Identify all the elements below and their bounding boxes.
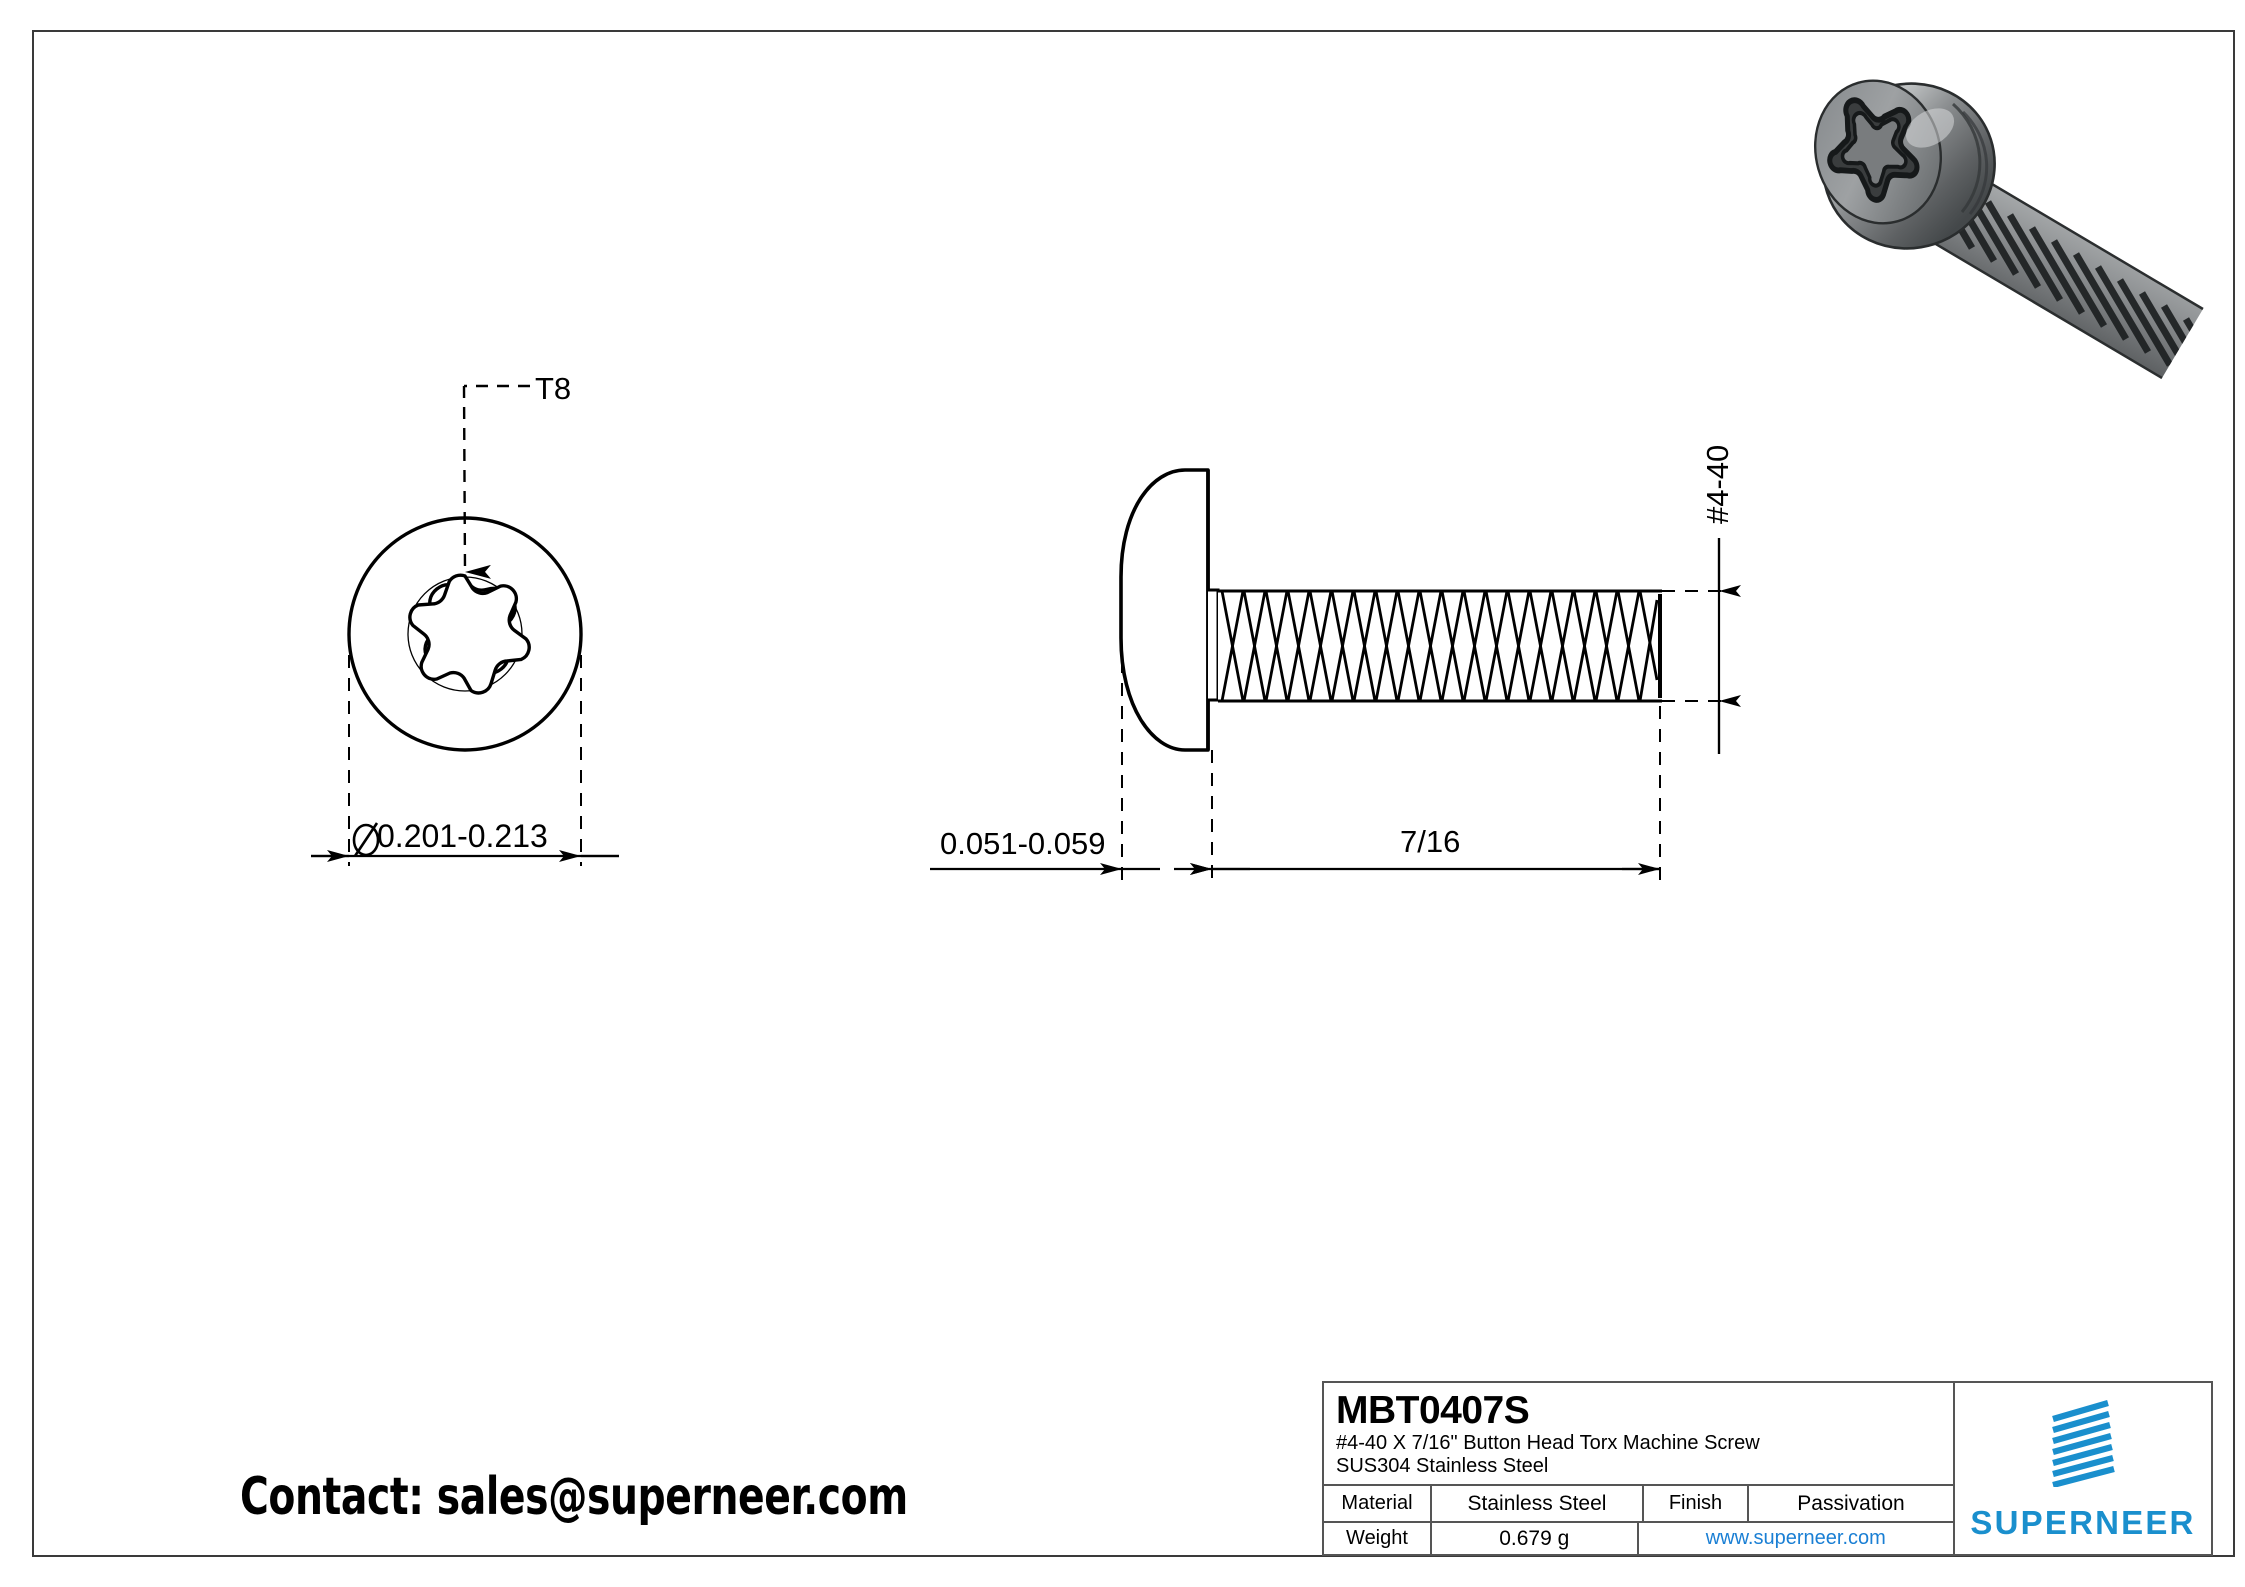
thread-size-dimension-label: #4-40	[1700, 444, 1735, 524]
weight-row: Weight 0.679 g www.superneer.com	[1324, 1523, 1953, 1554]
material-label: Material	[1324, 1486, 1432, 1521]
screw-length-dimension-label: 7/16	[1400, 824, 1461, 859]
weight-label: Weight	[1324, 1523, 1432, 1554]
title-block: MBT0407S #4-40 X 7/16" Button Head Torx …	[1322, 1381, 2213, 1556]
torx-size-label: T8	[535, 371, 572, 406]
logo-wordmark: SUPERNEER	[1970, 1504, 2196, 1541]
finish-label: Finish	[1644, 1486, 1749, 1521]
material-row: Material Stainless Steel Finish Passivat…	[1324, 1486, 1953, 1523]
title-block-left: MBT0407S #4-40 X 7/16" Button Head Torx …	[1324, 1383, 1955, 1554]
material-value: Stainless Steel	[1432, 1486, 1644, 1521]
contact-email-text: Contact: sales@superneer.com	[240, 1467, 908, 1527]
weight-value: 0.679 g	[1432, 1523, 1639, 1554]
finish-value: Passivation	[1797, 1491, 1905, 1515]
part-number: MBT0407S	[1336, 1389, 1530, 1432]
title-block-description: MBT0407S #4-40 X 7/16" Button Head Torx …	[1324, 1383, 1953, 1486]
website-link[interactable]: www.superneer.com	[1705, 1527, 1886, 1549]
part-description-line-2: SUS304 Stainless Steel	[1336, 1455, 1549, 1477]
striped-parallelogram-logo-icon	[2052, 1400, 2115, 1487]
part-description-line-1: #4-40 X 7/16" Button Head Torx Machine S…	[1336, 1432, 1760, 1454]
page-border	[32, 30, 2235, 1557]
head-height-dimension-label: 0.051-0.059	[940, 826, 1106, 861]
title-block-logo-cell: SUPERNEER	[1955, 1383, 2211, 1554]
